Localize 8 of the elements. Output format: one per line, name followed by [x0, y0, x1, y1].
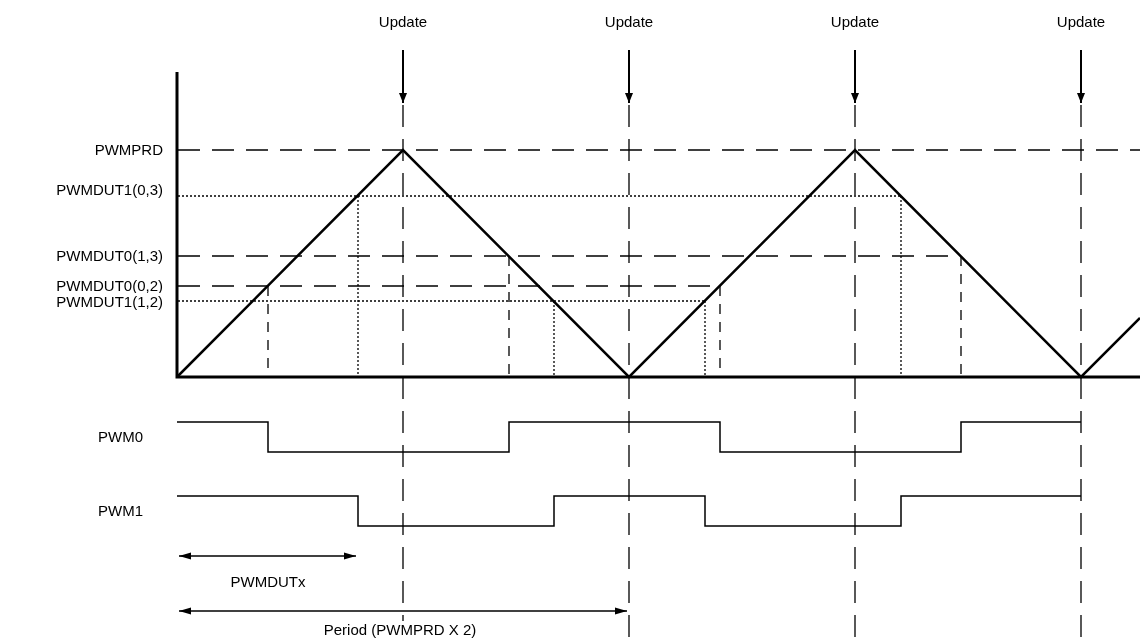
dimension-label: Period (PWMPRD X 2)	[321, 621, 479, 639]
update-label: Update	[1054, 13, 1108, 31]
update-label: Update	[828, 13, 882, 31]
level-label: PWMDUT1(0,3)	[54, 181, 165, 199]
level-label: PWMDUT1(1,2)	[54, 293, 165, 311]
update-label: Update	[602, 13, 656, 31]
update-label: Update	[376, 13, 430, 31]
level-label: PWMDUT0(1,3)	[54, 247, 165, 265]
